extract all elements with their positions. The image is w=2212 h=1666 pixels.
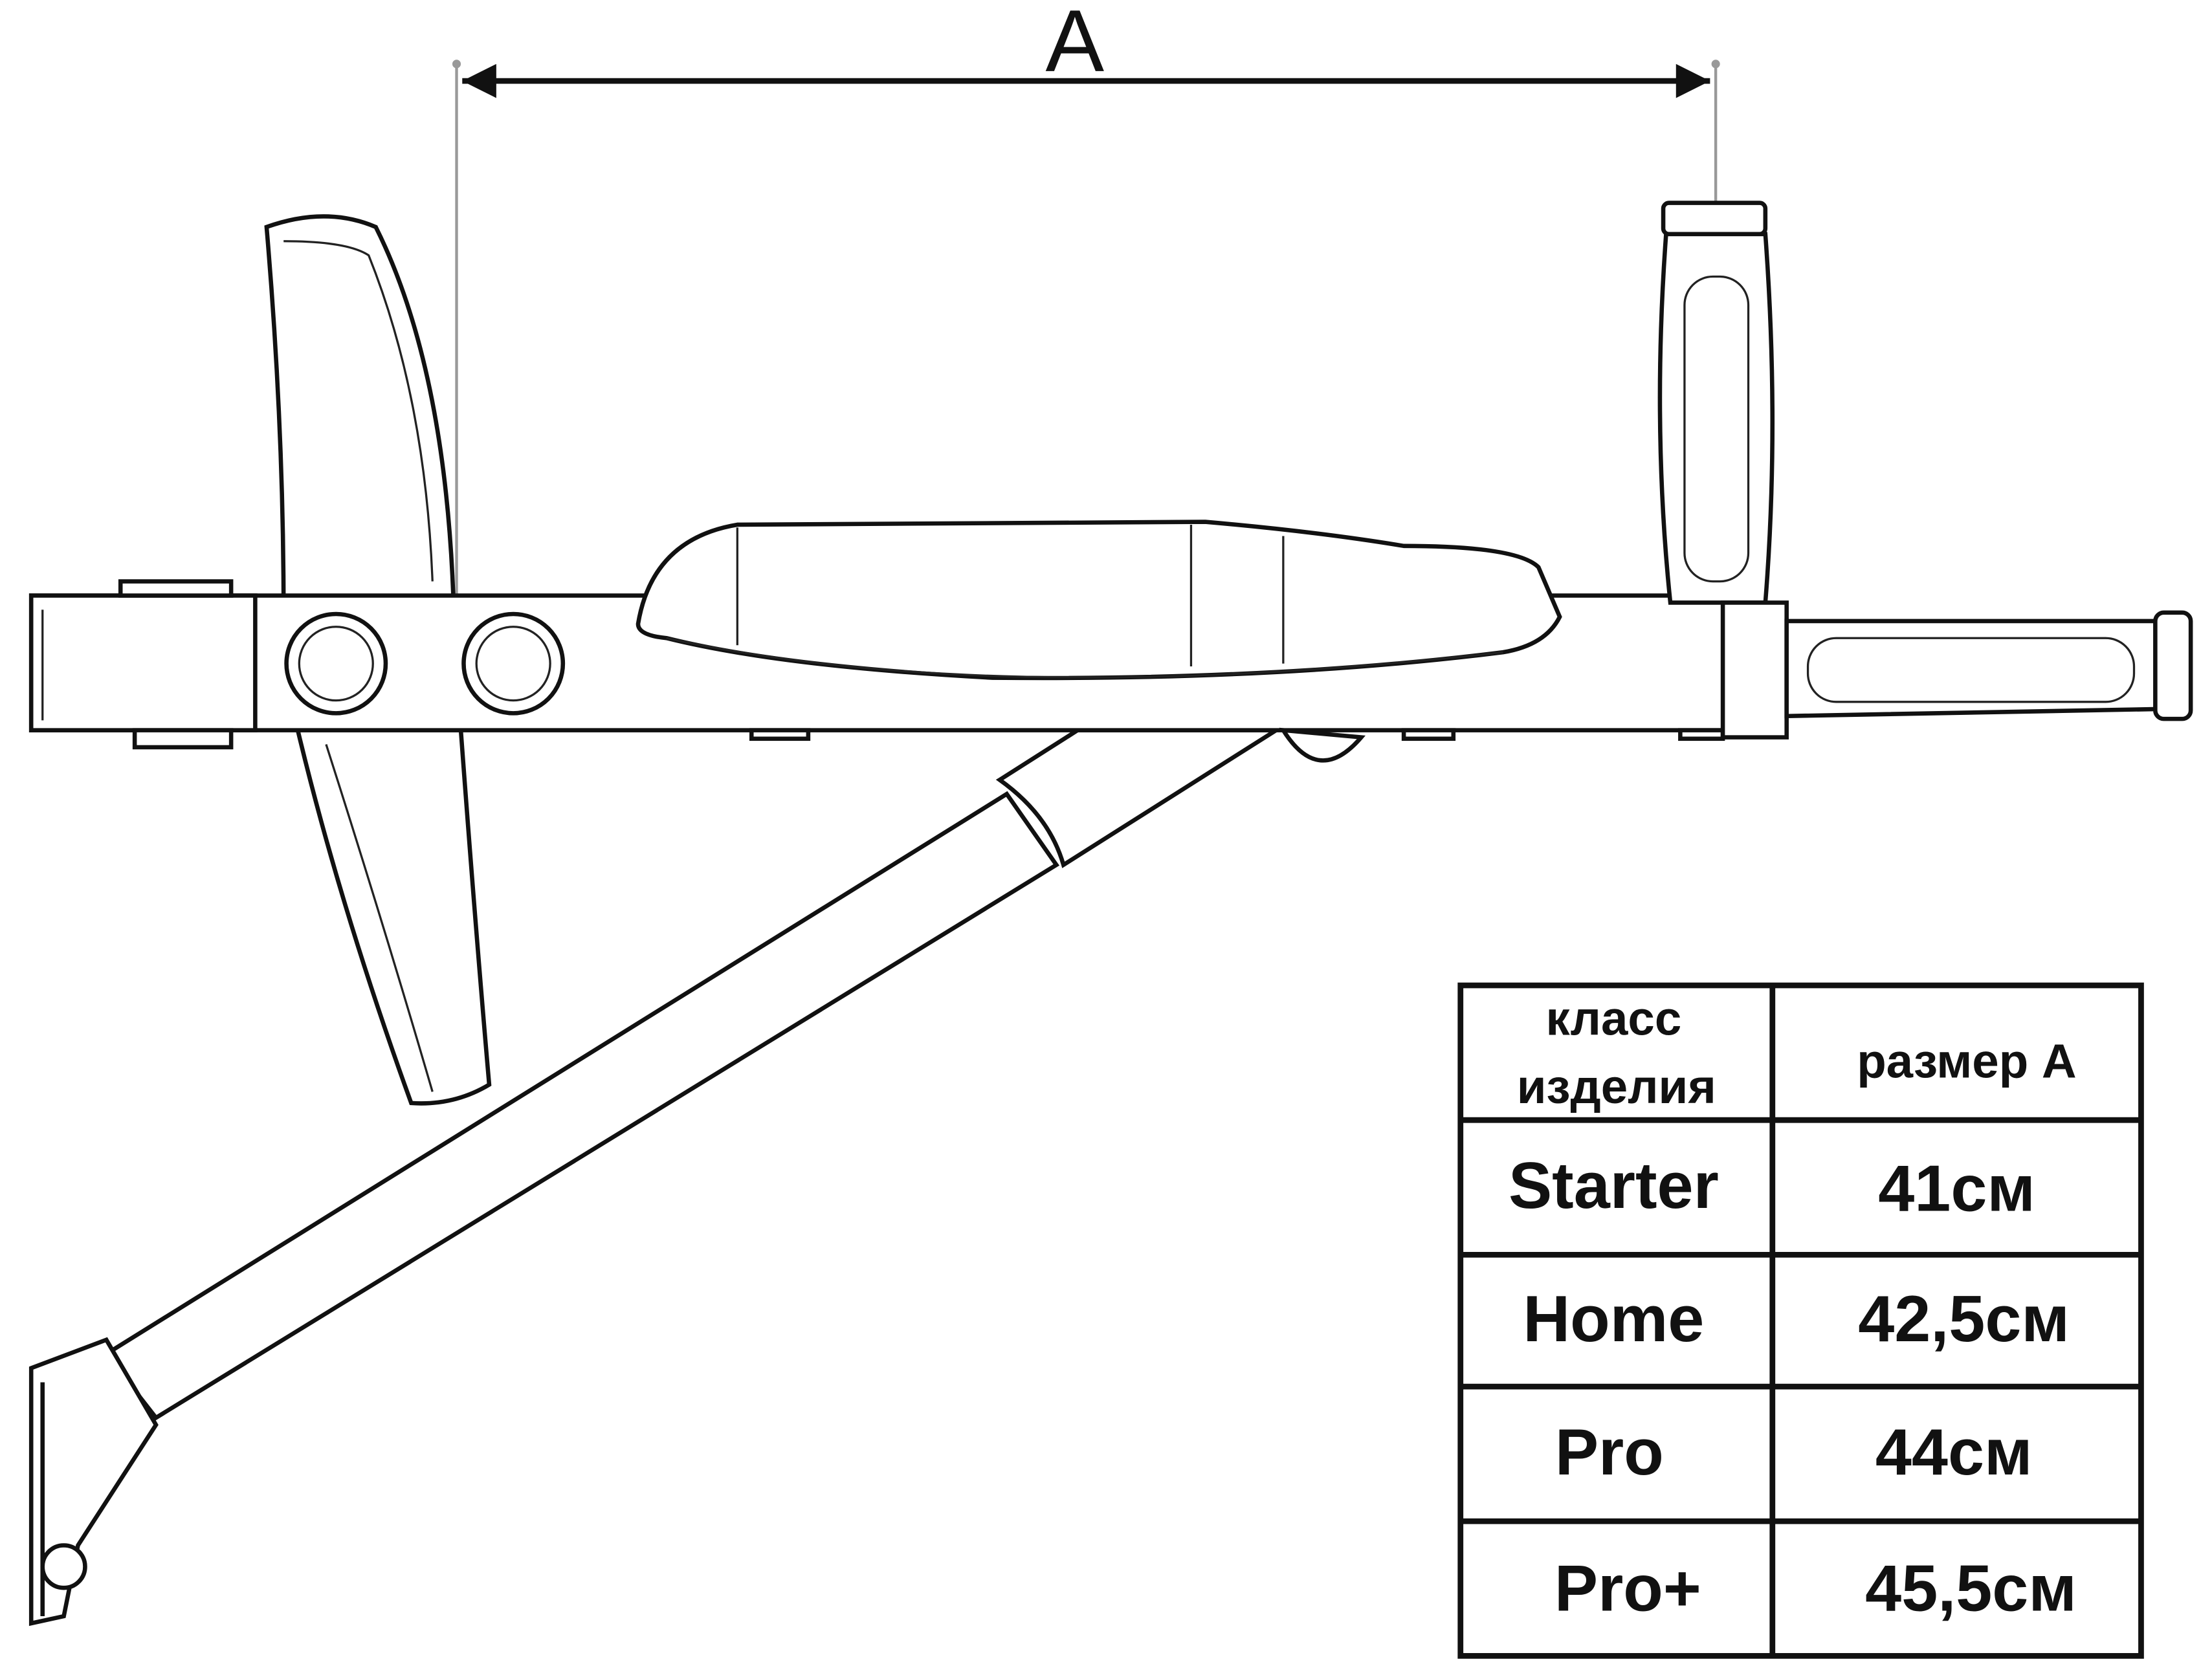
vertical-handle xyxy=(1657,201,1775,605)
row-class-pro: Pro xyxy=(1555,1416,1664,1489)
bolt-left xyxy=(284,611,388,716)
dimension-label: A xyxy=(1045,0,1104,90)
row-size-starter: 41см xyxy=(1878,1152,2035,1225)
row-size-pro-plus: 45,5см xyxy=(1865,1552,2077,1625)
dimension-a: A xyxy=(452,0,1720,671)
header-class-line2: изделия xyxy=(1517,1060,1716,1113)
row-class-starter: Starter xyxy=(1509,1150,1719,1222)
row-size-home: 42,5см xyxy=(1858,1283,2070,1355)
bolt-right xyxy=(461,611,566,716)
size-table: класс изделия размер А Starter 41см Home… xyxy=(1457,982,2144,1659)
row-class-pro-plus: Pro+ xyxy=(1554,1552,1701,1625)
header-class-line1: класс xyxy=(1545,992,1681,1046)
seat-pad xyxy=(636,520,1562,681)
wall-mount-plate xyxy=(28,1337,159,1627)
row-size-pro: 44см xyxy=(1875,1416,2033,1489)
horizontal-grip xyxy=(1720,600,2193,740)
header-size: размер А xyxy=(1857,1034,2077,1088)
diagonal-brace xyxy=(103,728,1284,1421)
row-class-home: Home xyxy=(1523,1283,1704,1355)
back-pad xyxy=(264,214,492,1106)
